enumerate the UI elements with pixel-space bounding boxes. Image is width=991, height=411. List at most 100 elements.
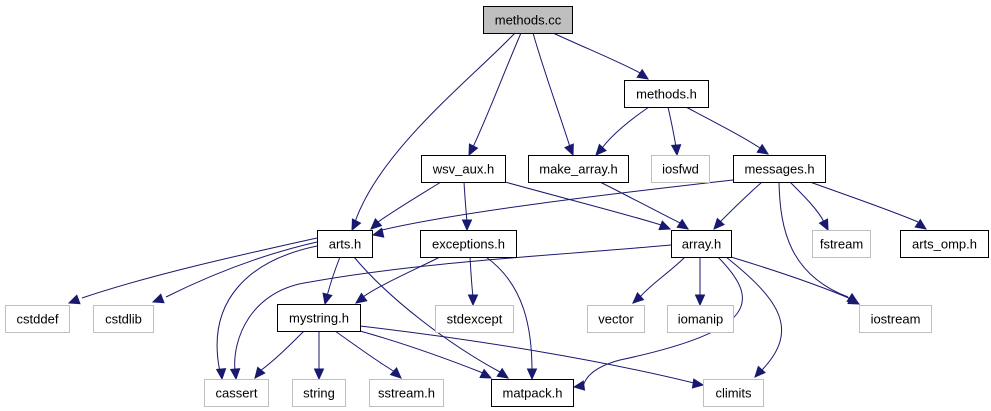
- node-box[interactable]: [277, 304, 361, 332]
- edge-methods-cc-to-arts-h: [351, 32, 516, 232]
- edge-mystring-h-to-matpack-h: [359, 330, 493, 379]
- node-label: iosfwd: [662, 162, 699, 177]
- edge-wsv-aux-h-to-exceptions-h: [461, 181, 473, 232]
- edge-line: [165, 241, 318, 298]
- node-string: string: [292, 379, 346, 407]
- node-label: mystring.h: [289, 311, 349, 326]
- edge-line: [463, 181, 468, 223]
- node-box[interactable]: [317, 230, 373, 258]
- node-box[interactable]: [528, 155, 629, 183]
- node-exceptions-h[interactable]: exceptions.h: [420, 230, 517, 258]
- node-box[interactable]: [624, 80, 709, 108]
- arrowhead-icon: [526, 368, 538, 381]
- arrowhead-icon: [351, 218, 362, 232]
- edge-line: [472, 32, 522, 148]
- edge-exceptions-h-to-mystring-h: [355, 256, 441, 304]
- edge-methods-cc-to-methods-h: [552, 32, 650, 80]
- edge-line: [685, 106, 761, 149]
- node-box: [651, 155, 710, 183]
- node-box: [5, 305, 70, 333]
- edge-line: [719, 181, 763, 223]
- node-label: sstream.h: [378, 386, 435, 401]
- node-iosfwd: iosfwd: [651, 155, 710, 183]
- edge-line: [730, 256, 852, 300]
- edge-array-h-to-cassert: [229, 244, 672, 381]
- node-label: climits: [715, 386, 752, 401]
- edge-line: [326, 256, 341, 297]
- arrowhead-icon: [691, 378, 705, 389]
- arrowhead-icon: [389, 367, 402, 379]
- node-box[interactable]: [483, 6, 573, 34]
- node-label: make_array.h: [539, 162, 618, 177]
- node-wsv-aux-h[interactable]: wsv_aux.h: [421, 155, 506, 183]
- edge-line: [216, 245, 318, 373]
- node-sstream-h: sstream.h: [369, 379, 444, 407]
- edge-line: [353, 256, 501, 373]
- arrowhead-icon: [67, 294, 81, 305]
- edge-methods-h-to-make-array-h: [595, 106, 650, 156]
- node-label: cstdlib: [105, 312, 142, 327]
- arrowhead-icon: [658, 220, 672, 231]
- edge-line: [81, 237, 318, 299]
- edge-wsv-aux-h-to-arts-h: [370, 181, 442, 230]
- node-arts-h[interactable]: arts.h: [317, 230, 373, 258]
- node-methods-h[interactable]: methods.h: [624, 80, 709, 108]
- node-label: fstream: [820, 237, 863, 252]
- edge-line: [234, 244, 672, 372]
- edge-line: [667, 106, 677, 148]
- edge-array-h-to-climits: [725, 256, 782, 378]
- node-label: arts.h: [329, 237, 362, 252]
- arrowhead-icon: [564, 143, 574, 157]
- edge-line: [725, 256, 782, 371]
- node-label: vector: [598, 312, 634, 327]
- arrowhead-icon: [322, 292, 333, 306]
- node-box[interactable]: [421, 155, 506, 183]
- edge-methods-h-to-messages-h: [685, 106, 770, 155]
- arrowhead-icon: [636, 68, 650, 80]
- node-box[interactable]: [671, 230, 732, 258]
- node-box[interactable]: [491, 379, 574, 407]
- node-label: messages.h: [744, 162, 814, 177]
- arrowhead-icon: [254, 366, 266, 379]
- arrowhead-icon: [756, 143, 770, 155]
- arrowhead-icon: [670, 144, 682, 157]
- edge-line: [359, 330, 484, 374]
- arrowhead-icon: [914, 218, 928, 230]
- arrowhead-icon: [370, 218, 383, 230]
- arrowhead-icon: [694, 294, 706, 307]
- node-label: methods.cc: [495, 13, 562, 28]
- arrowhead-icon: [754, 365, 766, 378]
- node-box[interactable]: [900, 230, 989, 258]
- node-methods-cc[interactable]: methods.cc: [483, 6, 573, 34]
- node-mystring-h[interactable]: mystring.h: [277, 304, 361, 332]
- edge-messages-h-to-fstream: [789, 181, 829, 232]
- node-matpack-h[interactable]: matpack.h: [491, 379, 574, 407]
- node-label: cassert: [216, 386, 258, 401]
- arrowhead-icon: [818, 218, 829, 232]
- edge-exceptions-h-to-matpack-h: [485, 256, 538, 381]
- edge-mystring-h-to-sstream-h: [334, 330, 402, 379]
- node-box: [703, 379, 764, 407]
- node-cstddef: cstddef: [5, 305, 70, 333]
- node-box[interactable]: [733, 155, 826, 183]
- edge-line: [789, 181, 825, 223]
- arrowhead-icon: [151, 293, 165, 304]
- node-stdexcept: stdexcept: [435, 305, 514, 333]
- node-iostream: iostream: [859, 305, 932, 333]
- edge-line: [381, 179, 734, 231]
- edge-line: [334, 330, 396, 373]
- edge-array-h-to-iomanip: [694, 257, 706, 307]
- node-make-array-h[interactable]: make_array.h: [528, 155, 629, 183]
- edge-messages-h-to-arts-h: [371, 179, 734, 238]
- node-arts-omp-h[interactable]: arts_omp.h: [900, 230, 989, 258]
- node-messages-h[interactable]: messages.h: [733, 155, 826, 183]
- node-label: methods.h: [636, 87, 697, 102]
- edge-exceptions-h-to-stdexcept: [467, 256, 479, 307]
- edge-line: [532, 32, 571, 148]
- node-label: stdexcept: [447, 312, 503, 327]
- node-box[interactable]: [420, 230, 517, 258]
- edge-messages-h-to-arts-omp-h: [809, 181, 928, 230]
- edge-line: [582, 256, 743, 387]
- node-array-h[interactable]: array.h: [671, 230, 732, 258]
- edge-mystring-h-to-climits: [359, 325, 705, 389]
